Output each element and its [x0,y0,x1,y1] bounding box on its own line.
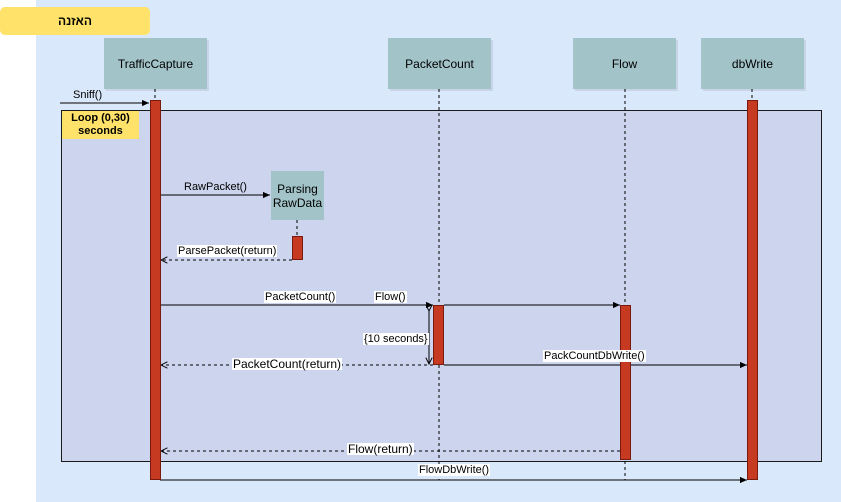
loop-fragment [61,110,822,462]
activation-packetcount [433,305,444,365]
activation-dbwrite [747,100,758,480]
flowdbwrite-label: FlowDbWrite() [418,464,491,476]
ten-seconds-label: {10 seconds} [363,333,429,345]
sniff-label: Sniff() [73,89,103,101]
parsing-rawdata-box: Parsing RawData [271,171,324,220]
lifeline-dbwrite: dbWrite [701,38,804,89]
packcountdbwrite-label: PackCountDbWrite() [543,350,646,362]
diagram-title: האזנה [0,7,150,35]
loop-label: Loop (0,30) seconds [62,111,139,139]
parsepacket-return-label: ParsePacket(return) [177,245,278,257]
lifeline-trafficcapture: TrafficCapture [104,38,207,89]
flow-call-label: Flow() [374,291,407,303]
activation-flow [620,305,631,460]
parsing-rawdata-label: Parsing RawData [272,181,323,210]
flow-return-label: Flow(return) [347,442,414,456]
lifeline-packetcount: PacketCount [388,38,491,89]
rawpacket-label: RawPacket() [184,181,247,193]
packetcount-call-label: PacketCount() [264,291,337,303]
packetcount-return-label: PacketCount(return) [232,357,343,371]
lifeline-flow: Flow [573,38,676,89]
activation-trafficcapture [150,100,161,480]
activation-parsing [292,236,303,260]
